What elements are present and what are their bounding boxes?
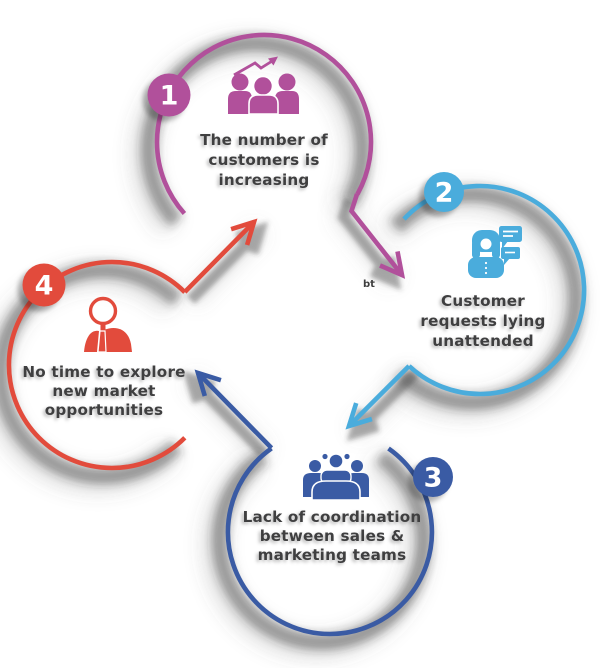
- step4-number: 4: [35, 271, 54, 302]
- step2-ring: [402, 183, 587, 397]
- team-meeting-icon: [303, 453, 369, 501]
- arrow-step2-to-step3: [345, 364, 411, 430]
- step1-badge: 1: [142, 73, 191, 122]
- step2-caption: Customer requests lying unattended: [393, 291, 573, 351]
- caption-line: increasing: [218, 171, 310, 189]
- step3-caption: Lack of coordination between sales & mar…: [227, 508, 437, 565]
- step4-badge: 4: [17, 263, 66, 312]
- arrowhead-icon: [194, 369, 222, 397]
- caption-line: requests lying: [420, 312, 546, 330]
- caption-line: No time to explore: [22, 363, 186, 381]
- step2-number: 2: [435, 178, 454, 209]
- step3-number: 3: [424, 463, 443, 494]
- caption-line: opportunities: [44, 401, 164, 419]
- caption-line: Customer: [441, 292, 525, 310]
- arrow-step4-to-step1: [183, 218, 258, 294]
- step4-ring: [6, 259, 187, 471]
- arrow-step1-to-step2: [348, 193, 406, 279]
- caption-line: Lack of coordination: [242, 508, 422, 526]
- customers-growth-icon: [228, 56, 299, 115]
- caption-line: customers is: [208, 151, 320, 169]
- step3-badge: 3: [408, 457, 453, 502]
- watermark-artifact: bt: [363, 279, 375, 290]
- customer-requests-icon: [468, 226, 522, 278]
- arrow-step3-to-step4: [194, 369, 274, 450]
- arrow-shadows: [182, 197, 422, 460]
- caption-line: The number of: [200, 131, 328, 149]
- step1-ring: [154, 32, 374, 216]
- arrowhead-icon: [345, 402, 373, 430]
- step1-number: 1: [160, 81, 179, 112]
- step4-caption: No time to explore new market opportunit…: [9, 363, 199, 420]
- arrowhead-icon: [379, 250, 406, 279]
- step3-ring: [225, 446, 435, 637]
- step2-badge: 2: [419, 172, 464, 217]
- market-explorer-icon: [84, 296, 132, 353]
- caption-line: marketing teams: [257, 546, 407, 564]
- caption-line: new market: [52, 382, 156, 400]
- caption-line: unattended: [432, 332, 534, 350]
- step1-caption: The number of customers is increasing: [174, 130, 354, 190]
- caption-line: between sales &: [259, 527, 405, 545]
- arrowhead-icon: [230, 218, 258, 246]
